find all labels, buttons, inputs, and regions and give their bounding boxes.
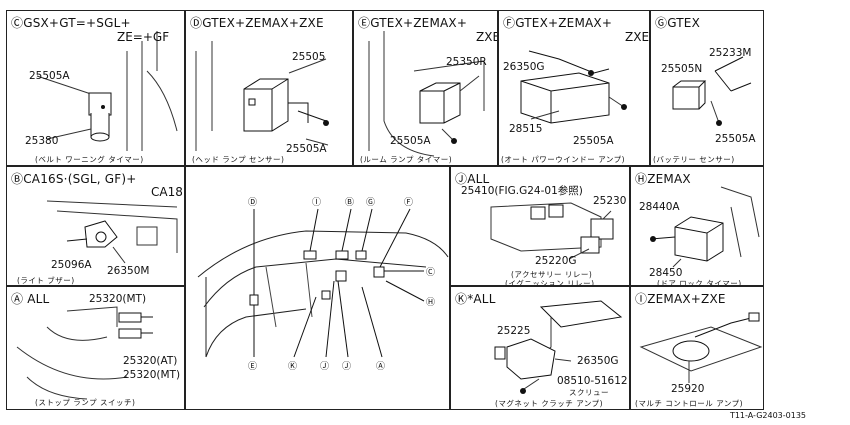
callout-label: Ⓐ <box>376 362 386 372</box>
part-number: 25320(MT) <box>89 293 147 305</box>
panel-overview-vehicle: Ⓓ Ⓘ Ⓑ Ⓖ Ⓕ Ⓒ Ⓗ Ⓔ Ⓚ Ⓙ Ⓙ Ⓐ <box>185 166 450 410</box>
part-number: 25320(MT) <box>123 369 181 381</box>
part-number: 25505A <box>715 133 756 145</box>
panel-e-room-lamp-timer: ⒺGTEX+ZEMAX+ ZXE 25350R 25505A (ルーム ランプ … <box>353 10 498 166</box>
callout-label: Ⓑ <box>345 198 355 208</box>
part-number: 25320(AT) <box>123 355 178 367</box>
callout-label: Ⓔ <box>248 362 258 372</box>
panel-c-caption: (ベルト ワーニング タイマー) <box>35 155 144 164</box>
callout-label: Ⓙ <box>320 362 330 372</box>
relay-illustration <box>451 167 630 286</box>
part-number: 28515 <box>509 123 543 135</box>
part-number: 25220G <box>535 255 577 267</box>
panel-g-battery-sensor: ⒼGTEX 25233M 25505N 25505A (バッテリー センサー) <box>650 10 764 166</box>
panel-a-stop-lamp-switch: Ⓐ ALL 25320(MT) 25320(AT) 25320(MT) (ストッ… <box>6 286 185 410</box>
panel-e-title-cont: ZXE <box>476 30 498 44</box>
panel-j-caption-1: (アクセサリー リレー) <box>511 270 593 279</box>
part-number: 25350R <box>446 56 487 68</box>
panel-f-caption: (オート パワーウインドー アンプ) <box>501 155 626 164</box>
door-lock-timer-illustration <box>650 167 764 286</box>
panel-c-title: ⒸGSX+GT=+SGL+ <box>11 16 131 30</box>
part-number: 25230 <box>593 195 627 207</box>
part-number: 28440A <box>639 201 680 213</box>
callout-label: Ⓖ <box>366 198 376 208</box>
callout-label: Ⓓ <box>248 198 258 208</box>
part-number: 25505A <box>573 135 614 147</box>
multi-control-amp-illustration <box>631 287 764 410</box>
part-number: 26350G <box>577 355 619 367</box>
panel-c-belt-warning-timer: ⒸGSX+GT=+SGL+ ZE=+GF 25505A 25380 (ベルト ワ… <box>6 10 185 166</box>
part-number: 25920 <box>671 383 705 395</box>
panel-b-caption: (ライト ブザー) <box>17 276 75 285</box>
panel-i-caption: (マルチ コントロール アンプ) <box>635 399 744 408</box>
panel-f-title: ⒻGTEX+ZEMAX+ <box>503 16 613 30</box>
panel-j-accessory-ignition-relay: ⒿALL 25410(FIG.G24-01参照) 25230 25220G (ア… <box>450 166 630 286</box>
panel-k-magnet-clutch-amp: Ⓚ*ALL 25225 26350G 08510-51612 スクリュー (マグ… <box>450 286 630 410</box>
belt-warning-timer-illustration <box>7 11 185 166</box>
panel-a-caption: (ストップ ランプ スイッチ) <box>35 398 136 407</box>
callout-label: Ⓒ <box>426 268 436 278</box>
panel-b-title: ⒷCA16S·(SGL, GF)+ <box>11 172 137 186</box>
part-number: 28450 <box>649 267 683 279</box>
panel-k-part-note: スクリュー <box>569 388 609 397</box>
panel-b-title-cont: CA18 <box>151 185 183 199</box>
panel-g-title: ⒼGTEX <box>655 16 701 30</box>
panel-f-auto-power-window-amp: ⒻGTEX+ZEMAX+ ZXE 26350G 28515 25505A (オー… <box>498 10 650 166</box>
part-number: 26350M <box>107 265 150 277</box>
room-lamp-timer-illustration <box>354 11 498 166</box>
panel-g-caption: (バッテリー センサー) <box>653 155 735 164</box>
part-number: 25410(FIG.G24-01参照) <box>461 185 583 197</box>
vehicle-overview-illustration <box>186 167 450 410</box>
part-number: 26350G <box>503 61 545 73</box>
panel-f-title-cont: ZXE <box>625 30 650 44</box>
panel-h-title: ⒽZEMAX <box>635 172 691 186</box>
callout-label: Ⓙ <box>342 362 352 372</box>
part-number: 25505A <box>286 143 327 155</box>
panel-h-caption: (ドア ロック タイマー) <box>657 279 742 286</box>
panel-d-headlamp-sensor: ⒹGTEX+ZEMAX+ZXE 25505 25505A (ヘッド ランプ セン… <box>185 10 353 166</box>
callout-label: Ⓕ <box>404 198 414 208</box>
panel-d-title: ⒹGTEX+ZEMAX+ZXE <box>190 16 324 30</box>
part-number: 25096A <box>51 259 92 271</box>
part-number: 25505A <box>29 70 70 82</box>
panel-k-caption: (マグネット クラッチ アンプ) <box>495 399 604 408</box>
power-window-amp-illustration <box>499 11 627 166</box>
panel-i-title: ⒾZEMAX+ZXE <box>635 292 726 306</box>
callout-label: Ⓘ <box>312 198 322 208</box>
stop-lamp-switch-illustration <box>7 287 185 410</box>
panel-h-door-lock-timer: ⒽZEMAX 28440A 28450 (ドア ロック タイマー) <box>630 166 764 286</box>
panel-a-title: Ⓐ ALL <box>11 292 50 306</box>
panel-k-title: Ⓚ*ALL <box>455 292 496 306</box>
panel-e-title: ⒺGTEX+ZEMAX+ <box>358 16 468 30</box>
part-number: 25505A <box>390 135 431 147</box>
panel-c-title-cont: ZE=+GF <box>117 30 170 44</box>
part-number: 25505N <box>661 63 703 75</box>
panel-i-multi-control-amp: ⒾZEMAX+ZXE 25920 (マルチ コントロール アンプ) <box>630 286 764 410</box>
panel-b-light-buzzer: ⒷCA16S·(SGL, GF)+ CA18 25096A 26350M (ライ… <box>6 166 185 286</box>
callout-label: Ⓗ <box>426 298 436 308</box>
part-number: 25225 <box>497 325 531 337</box>
callout-label: Ⓚ <box>288 362 298 372</box>
drawing-code: T11-A-G2403-0135 <box>729 411 806 420</box>
magnet-clutch-amp-illustration <box>451 287 630 394</box>
part-number: 25380 <box>25 135 59 147</box>
light-buzzer-illustration <box>7 167 185 286</box>
panel-d-caption: (ヘッド ランプ センサー) <box>192 155 285 164</box>
part-number: 25505 <box>292 51 326 63</box>
battery-sensor-illustration <box>651 11 764 126</box>
headlamp-sensor-illustration <box>186 11 329 166</box>
part-number: 08510-51612 <box>557 375 628 387</box>
panel-j-title: ⒿALL <box>455 172 490 186</box>
part-number: 25233M <box>709 47 752 59</box>
panel-e-caption: (ルーム ランプ タイマー) <box>360 155 453 164</box>
panel-j-caption-2: (イグニッション リレー) <box>505 279 595 286</box>
